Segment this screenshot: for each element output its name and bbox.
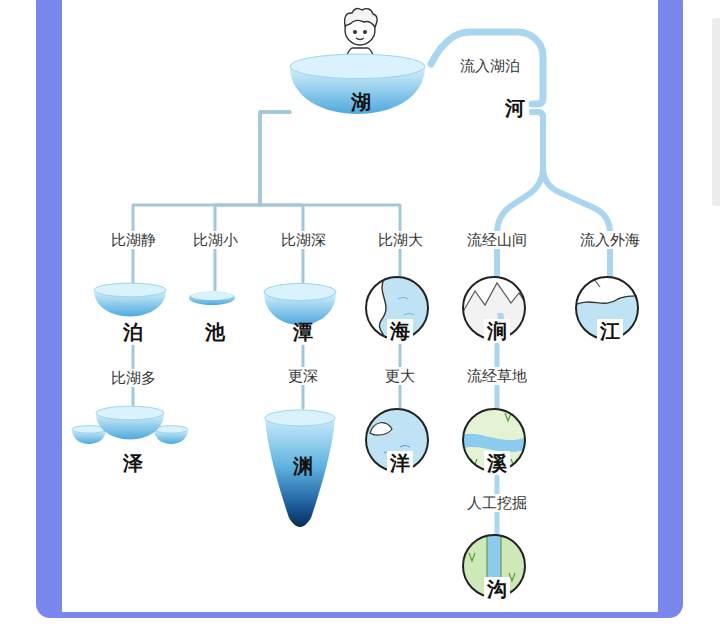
circle-node: 海 [364, 275, 436, 345]
node-title: 潭 [290, 320, 316, 344]
edge-label: 比湖多 [108, 369, 159, 387]
text-block: 渊 [265, 454, 341, 478]
river-stream [431, 32, 543, 104]
tree-line [260, 112, 400, 275]
shape-part [265, 410, 335, 426]
side-strip [712, 18, 720, 206]
shape-part [354, 31, 357, 34]
shape-part [154, 426, 188, 444]
shape-part [379, 275, 386, 341]
edge-label: 流入外海 [577, 231, 643, 249]
water-node: 渊 [265, 408, 341, 533]
shape-part [264, 284, 336, 301]
shape-part [72, 426, 106, 444]
shape-part [574, 295, 640, 305]
shape-part [189, 291, 235, 305]
water-node: 泊 [94, 282, 172, 346]
node-title: 涧 [484, 319, 510, 343]
edge-label: 比湖小 [190, 231, 241, 249]
node-title: 江 [597, 319, 623, 343]
shape-part [364, 31, 367, 34]
water-node: 潭 [264, 282, 342, 346]
river-stream [532, 112, 610, 275]
text-block: 江 [574, 319, 646, 343]
edge-label: 流经草地 [464, 367, 530, 385]
node-title: 沟 [484, 577, 510, 601]
edge-label: 流经山间 [464, 231, 530, 249]
text-block: 海 [364, 319, 436, 343]
river-name: 河 [498, 94, 532, 122]
water-shape [187, 290, 237, 306]
shape-part [370, 423, 392, 435]
shape-part [96, 406, 164, 439]
node-title: 泊 [120, 320, 146, 344]
text-block: 涧 [461, 319, 533, 343]
circle-node: 沟 [461, 533, 533, 603]
text-block: 沟 [461, 577, 533, 601]
text-block: 湖 [290, 90, 431, 114]
circle-node: 洋 [364, 407, 436, 477]
node-title: 河 [502, 96, 528, 120]
node-title: 泽 [120, 451, 146, 475]
node-title: 湖 [348, 90, 374, 114]
water-shape [94, 282, 166, 322]
text-block: 河 [498, 96, 532, 120]
water-node: 湖 [290, 52, 431, 124]
circle-node: 涧 [461, 275, 533, 345]
edge-label: 人工挖掘 [464, 494, 530, 512]
circle-node: 溪 [461, 407, 533, 477]
shape-part [356, 38, 364, 40]
shape-part [96, 406, 164, 420]
tree-line [133, 112, 290, 282]
text-block: 溪 [461, 451, 533, 475]
text-block: 洋 [364, 451, 436, 475]
text-block: 池 [187, 320, 243, 344]
river-stream [497, 112, 543, 275]
shape-part [398, 298, 414, 316]
node-title: 海 [387, 319, 413, 343]
edge-label: 比湖大 [375, 231, 426, 249]
edge-label: 比湖深 [278, 231, 329, 249]
shape-part [345, 9, 377, 27]
water-node: 池 [187, 290, 243, 346]
text-block: 泽 [72, 451, 194, 475]
shape-part [94, 283, 166, 297]
edge-label: 更大 [382, 367, 418, 385]
tree-line [215, 112, 290, 290]
water-node: 泽 [72, 405, 194, 477]
water-shape [72, 405, 188, 451]
shape-part [265, 418, 335, 527]
edge-label: 更深 [285, 367, 321, 385]
shape-part [461, 434, 527, 452]
shape-part [191, 292, 233, 300]
node-title: 渊 [290, 454, 316, 478]
shape-part [290, 54, 425, 78]
node-title: 溪 [484, 451, 510, 475]
edge-label: 比湖静 [108, 231, 159, 249]
node-title: 洋 [387, 451, 413, 475]
text-block: 泊 [94, 320, 172, 344]
node-title: 池 [202, 320, 228, 344]
edge-label: 流入湖泊 [457, 57, 523, 75]
text-block: 潭 [264, 320, 342, 344]
circle-node: 江 [574, 275, 646, 345]
tree-line [260, 112, 303, 282]
